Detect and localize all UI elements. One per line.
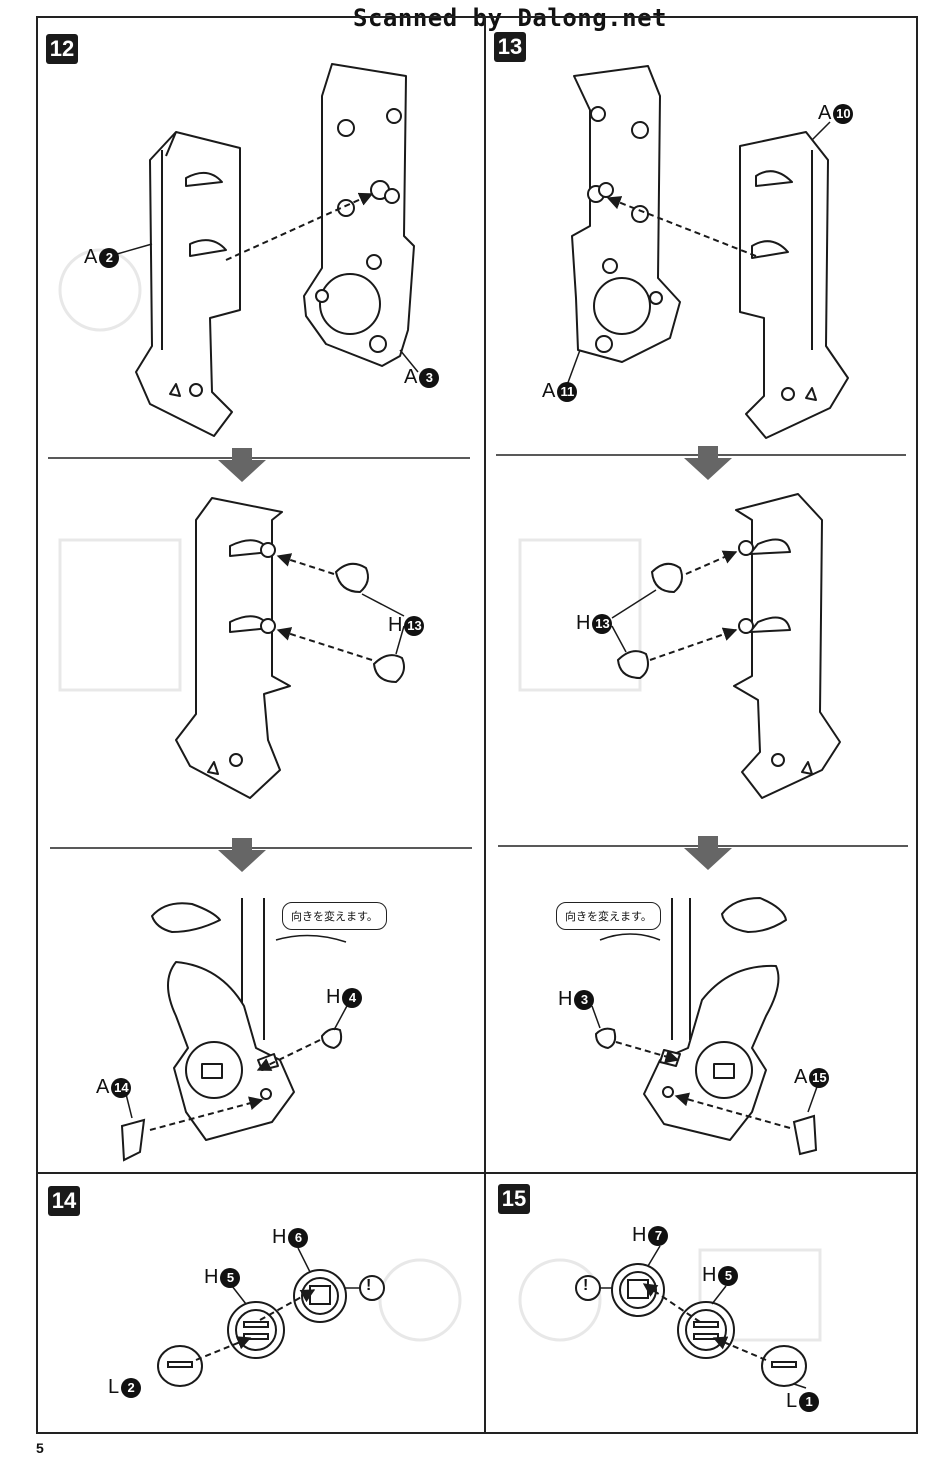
warning-icon bbox=[575, 1275, 601, 1301]
label-number: 13 bbox=[404, 615, 425, 636]
label-number: 5 bbox=[220, 1267, 241, 1288]
instruction-frame bbox=[36, 16, 918, 1434]
down-arrow-icon bbox=[218, 446, 732, 872]
part-a2-assembly bbox=[175, 497, 291, 799]
label-letter: A bbox=[404, 366, 418, 388]
scan-credit-text: Scanned by Dalong.net bbox=[349, 4, 671, 32]
warning-icon-glyph: ! bbox=[583, 1277, 589, 1294]
part-h5-disc bbox=[227, 1301, 285, 1359]
part-a3-frame bbox=[303, 63, 415, 367]
part-h13-cap bbox=[650, 562, 683, 594]
label-letter: H bbox=[702, 1264, 717, 1286]
step-13-number: 13 bbox=[497, 34, 523, 59]
label-letter: L bbox=[108, 1376, 120, 1398]
warning-icon-glyph: ! bbox=[366, 1277, 372, 1294]
part-h3-piece bbox=[594, 1027, 617, 1050]
page-number: 5 bbox=[36, 1440, 44, 1456]
label-letter: H bbox=[558, 988, 573, 1010]
step-15-badge: 15 bbox=[498, 1184, 530, 1214]
label-number: 1 bbox=[799, 1391, 820, 1412]
label-letter: L bbox=[786, 1390, 798, 1412]
part-a15-piece bbox=[792, 1114, 818, 1156]
scan-credit-header: Scanned by Dalong.net bbox=[0, 4, 942, 32]
part-h13-cap bbox=[616, 650, 649, 680]
column-divider bbox=[484, 16, 486, 1434]
part-h5-disc bbox=[677, 1301, 735, 1359]
part-h13-cap bbox=[372, 654, 405, 684]
label-number: 15 bbox=[809, 1067, 830, 1088]
step-12-number: 12 bbox=[49, 36, 75, 61]
warning-icon bbox=[359, 1275, 385, 1301]
label-number: 5 bbox=[718, 1265, 739, 1286]
label-letter: H bbox=[388, 614, 403, 636]
part-h7-ring bbox=[611, 1263, 665, 1317]
label-letter: H bbox=[204, 1266, 219, 1288]
ghost-background bbox=[58, 248, 822, 1342]
label-letter: A bbox=[794, 1066, 808, 1088]
step-14-number: 14 bbox=[51, 1188, 77, 1213]
part-a2-lower bbox=[151, 898, 295, 1141]
part-a2-panel bbox=[135, 131, 241, 437]
step-12-badge: 12 bbox=[46, 34, 78, 64]
rotate-note-left: 向きを変えます。 bbox=[282, 902, 387, 930]
label-number: 7 bbox=[648, 1225, 669, 1246]
label-number: 13 bbox=[592, 613, 613, 634]
label-number: 10 bbox=[833, 103, 854, 124]
label-number: 2 bbox=[121, 1377, 142, 1398]
step-14-badge: 14 bbox=[48, 1186, 80, 1216]
part-l2-cover bbox=[157, 1345, 203, 1387]
label-number: 11 bbox=[557, 381, 578, 402]
part-a14-piece bbox=[120, 1118, 146, 1162]
label-number: 6 bbox=[288, 1227, 309, 1248]
label-number: 3 bbox=[419, 367, 440, 388]
part-a10-panel bbox=[739, 131, 849, 439]
step-13-badge: 13 bbox=[494, 32, 526, 62]
label-letter: A bbox=[96, 1076, 110, 1098]
label-letter: H bbox=[272, 1226, 287, 1248]
part-a10-lower bbox=[643, 897, 787, 1141]
part-h4-piece bbox=[320, 1027, 343, 1050]
label-number: 4 bbox=[342, 987, 363, 1008]
label-letter: A bbox=[818, 102, 832, 124]
label-letter: H bbox=[576, 612, 591, 634]
label-letter: H bbox=[326, 986, 341, 1008]
label-number: 14 bbox=[111, 1077, 132, 1098]
part-h6-ring bbox=[293, 1269, 347, 1323]
step-15-number: 15 bbox=[501, 1186, 527, 1211]
rotate-note-right: 向きを変えます。 bbox=[556, 902, 661, 930]
label-letter: A bbox=[542, 380, 556, 402]
part-l1-cover bbox=[761, 1345, 807, 1387]
label-number: 3 bbox=[574, 989, 595, 1010]
label-letter: H bbox=[632, 1224, 647, 1246]
row-divider bbox=[36, 1172, 918, 1174]
part-a10-assembly bbox=[733, 493, 841, 799]
part-a11-frame bbox=[571, 65, 681, 363]
part-h13-cap bbox=[334, 562, 369, 594]
label-number: 2 bbox=[99, 247, 120, 268]
label-letter: A bbox=[84, 246, 98, 268]
